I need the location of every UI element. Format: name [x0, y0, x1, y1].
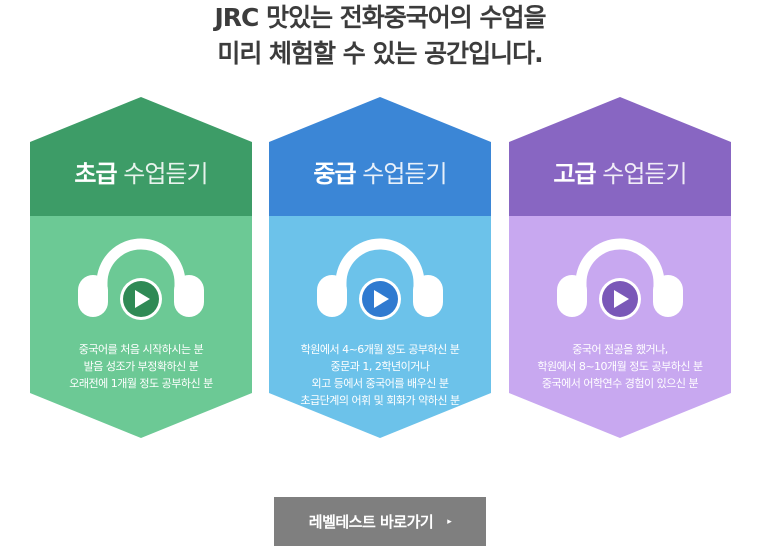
headphones-play-button[interactable]	[555, 237, 685, 327]
card-intermediate[interactable]: 중급 수업듣기 학원에서 4~6개월 정도 공부하신 분 중문과 1, 2학년이…	[269, 97, 491, 438]
description-line: 학원에서 8~10개월 정도 공부하신 분	[537, 360, 703, 373]
card-title-level: 초급	[74, 160, 117, 188]
hexagon-background	[30, 97, 252, 438]
level-test-button-label: 레벨테스트 바로가기	[308, 513, 434, 531]
card-description: 중국어를 처음 시작하시는 분 발음 성조가 부정확하신 분 오래전에 1개월 …	[40, 341, 242, 392]
description-line: 중국어 전공을 했거나,	[572, 343, 668, 356]
play-icon	[359, 278, 401, 320]
description-line: 학원에서 4~6개월 정도 공부하신 분	[300, 343, 460, 356]
description-line: 중문과 1, 2학년이거나	[330, 360, 430, 373]
card-title[interactable]: 초급 수업듣기	[30, 154, 252, 189]
card-title[interactable]: 중급 수업듣기	[269, 154, 491, 189]
description-line: 발음 성조가 부정확하신 분	[83, 360, 199, 373]
card-title-level: 고급	[553, 160, 596, 188]
card-title-level: 중급	[313, 160, 356, 188]
description-line: 중국에서 어학연수 경험이 있으신 분	[541, 377, 699, 390]
description-line: 초급단계의 어휘 및 회화가 약하신 분	[300, 394, 460, 407]
headphones-play-button[interactable]	[315, 237, 445, 327]
card-title-action: 수업듣기	[362, 160, 447, 188]
card-description: 중국어 전공을 했거나, 학원에서 8~10개월 정도 공부하신 분 중국에서 …	[519, 341, 721, 392]
level-test-button[interactable]: 레벨테스트 바로가기 ▸	[274, 497, 486, 546]
headphones-icon	[78, 238, 204, 317]
arrow-right-icon: ▸	[447, 516, 452, 527]
card-description: 학원에서 4~6개월 정도 공부하신 분 중문과 1, 2학년이거나 외고 등에…	[279, 341, 481, 409]
card-beginner[interactable]: 초급 수업듣기 중국어를 처음 시작하시는 분 발음 성조가 부정확하신 분 오…	[30, 97, 252, 438]
description-line: 중국어를 처음 시작하시는 분	[78, 343, 204, 356]
hexagon-background	[269, 97, 491, 438]
headline-line-2: 미리 체험할 수 있는 공간입니다.	[217, 39, 543, 68]
page-headline: JRC 맛있는 전화중국어의 수업을 미리 체험할 수 있는 공간입니다.	[0, 0, 760, 72]
card-title-action: 수업듣기	[123, 160, 208, 188]
card-advanced[interactable]: 고급 수업듣기 중국어 전공을 했거나, 학원에서 8~10개월 정도 공부하신…	[509, 97, 731, 438]
description-line: 외고 등에서 중국어를 배우신 분	[311, 377, 449, 390]
card-title-action: 수업듣기	[602, 160, 687, 188]
card-title[interactable]: 고급 수업듣기	[509, 154, 731, 189]
description-line: 오래전에 1개월 정도 공부하신 분	[69, 377, 213, 390]
play-icon	[120, 278, 162, 320]
headphones-icon	[317, 238, 443, 317]
play-icon	[599, 278, 641, 320]
headline-line-1: JRC 맛있는 전화중국어의 수업을	[214, 3, 546, 32]
headphones-icon	[557, 238, 683, 317]
headphones-play-button[interactable]	[76, 237, 206, 327]
hexagon-background	[509, 97, 731, 438]
